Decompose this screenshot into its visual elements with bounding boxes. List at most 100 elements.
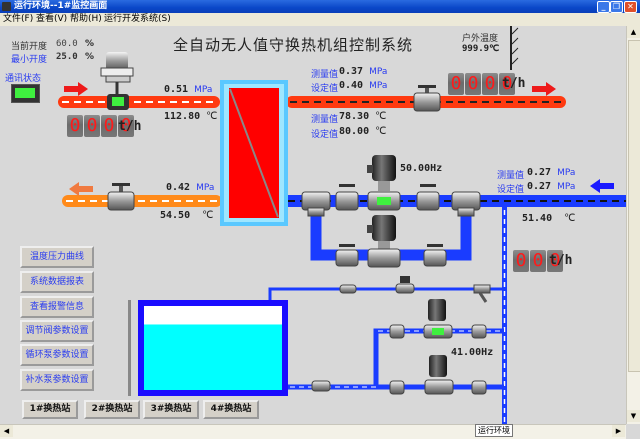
primary-return-pipe	[62, 195, 222, 207]
circ-valve-3	[335, 244, 359, 267]
sec-supply-temp-set: 80.00 ℃	[339, 126, 387, 137]
page-title: 全自动无人值守换热机组控制系统	[173, 36, 414, 54]
secondary-return-pipe	[284, 195, 626, 425]
flow-digit: 0	[465, 73, 481, 95]
primary-supply-pressure: 0.51 MPa	[164, 84, 213, 95]
comm-status-indicator	[11, 84, 40, 103]
title-bar: 运行环境--1#监控画面 _ ❐ ✕	[0, 0, 640, 13]
circ-valve-1	[335, 184, 359, 211]
flow-digit: 0	[482, 73, 498, 95]
vertical-scroll-thumb[interactable]	[628, 40, 640, 372]
circulation-pump-settings-button[interactable]: 循环泵参数设置	[20, 344, 94, 366]
primary-return-pressure: 0.42 MPa	[166, 182, 215, 193]
primary-supply-pipe	[58, 96, 220, 108]
scroll-down-button[interactable]: ▼	[627, 410, 640, 422]
restore-button[interactable]: ❐	[610, 1, 623, 13]
makeup-control-valve	[395, 276, 415, 294]
window-title: 运行环境--1#监控画面	[14, 1, 108, 11]
horizontal-scrollbar[interactable]: ◀ ▶	[0, 424, 626, 439]
sec-supply-temp-measured: 78.30 ℃	[339, 111, 387, 122]
process-diagram	[58, 26, 626, 425]
scroll-right-button[interactable]: ▶	[612, 425, 625, 437]
flow-digit: 0	[118, 115, 134, 137]
station-2-button[interactable]: 2#换热站	[84, 400, 140, 419]
flow-digit: 0	[530, 250, 546, 272]
comm-status-label: 通讯状态	[5, 74, 42, 84]
makeup-piping	[268, 287, 504, 390]
flow-digit: 0	[67, 115, 83, 137]
outdoor-temp-value: 999.9℃	[462, 44, 500, 54]
flow-digit: 0	[448, 73, 464, 95]
tank-outlet-valve	[311, 380, 331, 392]
primary-return-temperature: 54.50 ℃	[160, 210, 214, 221]
station-3-button[interactable]: 3#换热站	[143, 400, 199, 419]
makeup-valves	[389, 324, 487, 395]
station-4-button[interactable]: 4#换热站	[203, 400, 259, 419]
secondary-supply-flow-unit: t/h	[502, 76, 526, 91]
makeup-pump-settings-button[interactable]: 补水泵参数设置	[20, 369, 94, 391]
secondary-return-flow-unit: t/h	[549, 253, 573, 268]
close-button[interactable]: ✕	[624, 1, 637, 13]
sec-return-pressure-set: 0.27 MPa	[527, 181, 576, 192]
min-opening-value: 25.0	[56, 52, 78, 62]
circulation-pump-2	[367, 215, 401, 268]
scroll-left-button[interactable]: ◀	[0, 425, 13, 437]
pipe-tee-left	[301, 191, 331, 217]
view-alarm-info-button[interactable]: 查看报警信息	[20, 296, 94, 318]
circ-valve-4	[423, 244, 447, 267]
outdoor-temp-label: 户外温度	[462, 34, 499, 44]
makeup-pump-1	[423, 299, 453, 339]
vertical-scrollbar[interactable]: ▲ ▼	[626, 26, 640, 424]
menu-dev-system[interactable]: 运行开发系统(S)	[104, 14, 171, 24]
primary-flow-unit: t/h	[118, 119, 142, 134]
sec-supply-temp-measured-label: 测量值	[311, 115, 339, 125]
primary-supply-temperature: 112.80 ℃	[164, 111, 218, 122]
current-opening-value: 60.0	[56, 39, 78, 49]
sec-supply-pressure-measured-label: 测量值	[311, 70, 339, 80]
flow-digit: 0	[513, 250, 529, 272]
primary-return-valve	[107, 183, 135, 211]
temp-pressure-curve-button[interactable]: 温度压力曲线	[20, 246, 94, 268]
flow-digit: 0	[84, 115, 100, 137]
scroll-up-button[interactable]: ▲	[627, 26, 640, 38]
flow-digit: 0	[499, 73, 515, 95]
pipe-tee-right	[451, 191, 481, 217]
menu-bar: 文件(F) 查看(V) 帮助(H) 运行开发系统(S)	[0, 13, 640, 26]
current-opening-label: 当前开度	[11, 42, 48, 52]
min-opening-unit: %	[85, 52, 95, 62]
sec-return-temperature: 51.40 ℃	[522, 213, 576, 224]
flow-digit: 0	[547, 250, 563, 272]
arrow-left-icon	[590, 179, 614, 193]
makeup-pump-frequency: 41.00Hz	[451, 347, 494, 358]
arrow-left-icon	[69, 182, 93, 196]
system-data-report-button[interactable]: 系统数据报表	[20, 271, 94, 293]
regulating-valve-settings-button[interactable]: 调节阀参数设置	[20, 320, 94, 342]
sec-supply-pressure-set: 0.40 MPa	[339, 80, 388, 91]
station-1-button[interactable]: 1#换热站	[22, 400, 78, 419]
outdoor-wall-icon	[510, 26, 519, 70]
menu-help[interactable]: 帮助(H)	[70, 14, 102, 24]
y-strainer	[473, 284, 491, 303]
menu-view[interactable]: 查看(V)	[36, 14, 68, 24]
makeup-solenoid-valve	[339, 284, 357, 294]
regulating-valve	[100, 52, 134, 110]
menu-file[interactable]: 文件(F)	[3, 14, 34, 24]
water-tank	[128, 300, 288, 396]
sec-supply-pressure-set-label: 设定值	[311, 84, 339, 94]
sec-return-pressure-measured: 0.27 MPa	[527, 167, 576, 178]
tank-water-level	[144, 324, 282, 390]
min-opening-label: 最小开度	[11, 55, 48, 65]
flow-digit: 0	[101, 115, 117, 137]
sec-supply-temp-set-label: 设定值	[311, 130, 339, 140]
circ-valve-2	[416, 184, 440, 211]
app-icon	[2, 2, 11, 11]
status-tooltip: 运行环境	[475, 424, 513, 437]
sec-return-pressure-set-label: 设定值	[497, 185, 525, 195]
sec-return-pressure-measured-label: 测量值	[497, 171, 525, 181]
sec-supply-pressure-measured: 0.37 MPa	[339, 66, 388, 77]
current-opening-unit: %	[85, 39, 95, 49]
minimize-button[interactable]: _	[597, 1, 610, 13]
arrow-right-icon	[64, 82, 88, 96]
